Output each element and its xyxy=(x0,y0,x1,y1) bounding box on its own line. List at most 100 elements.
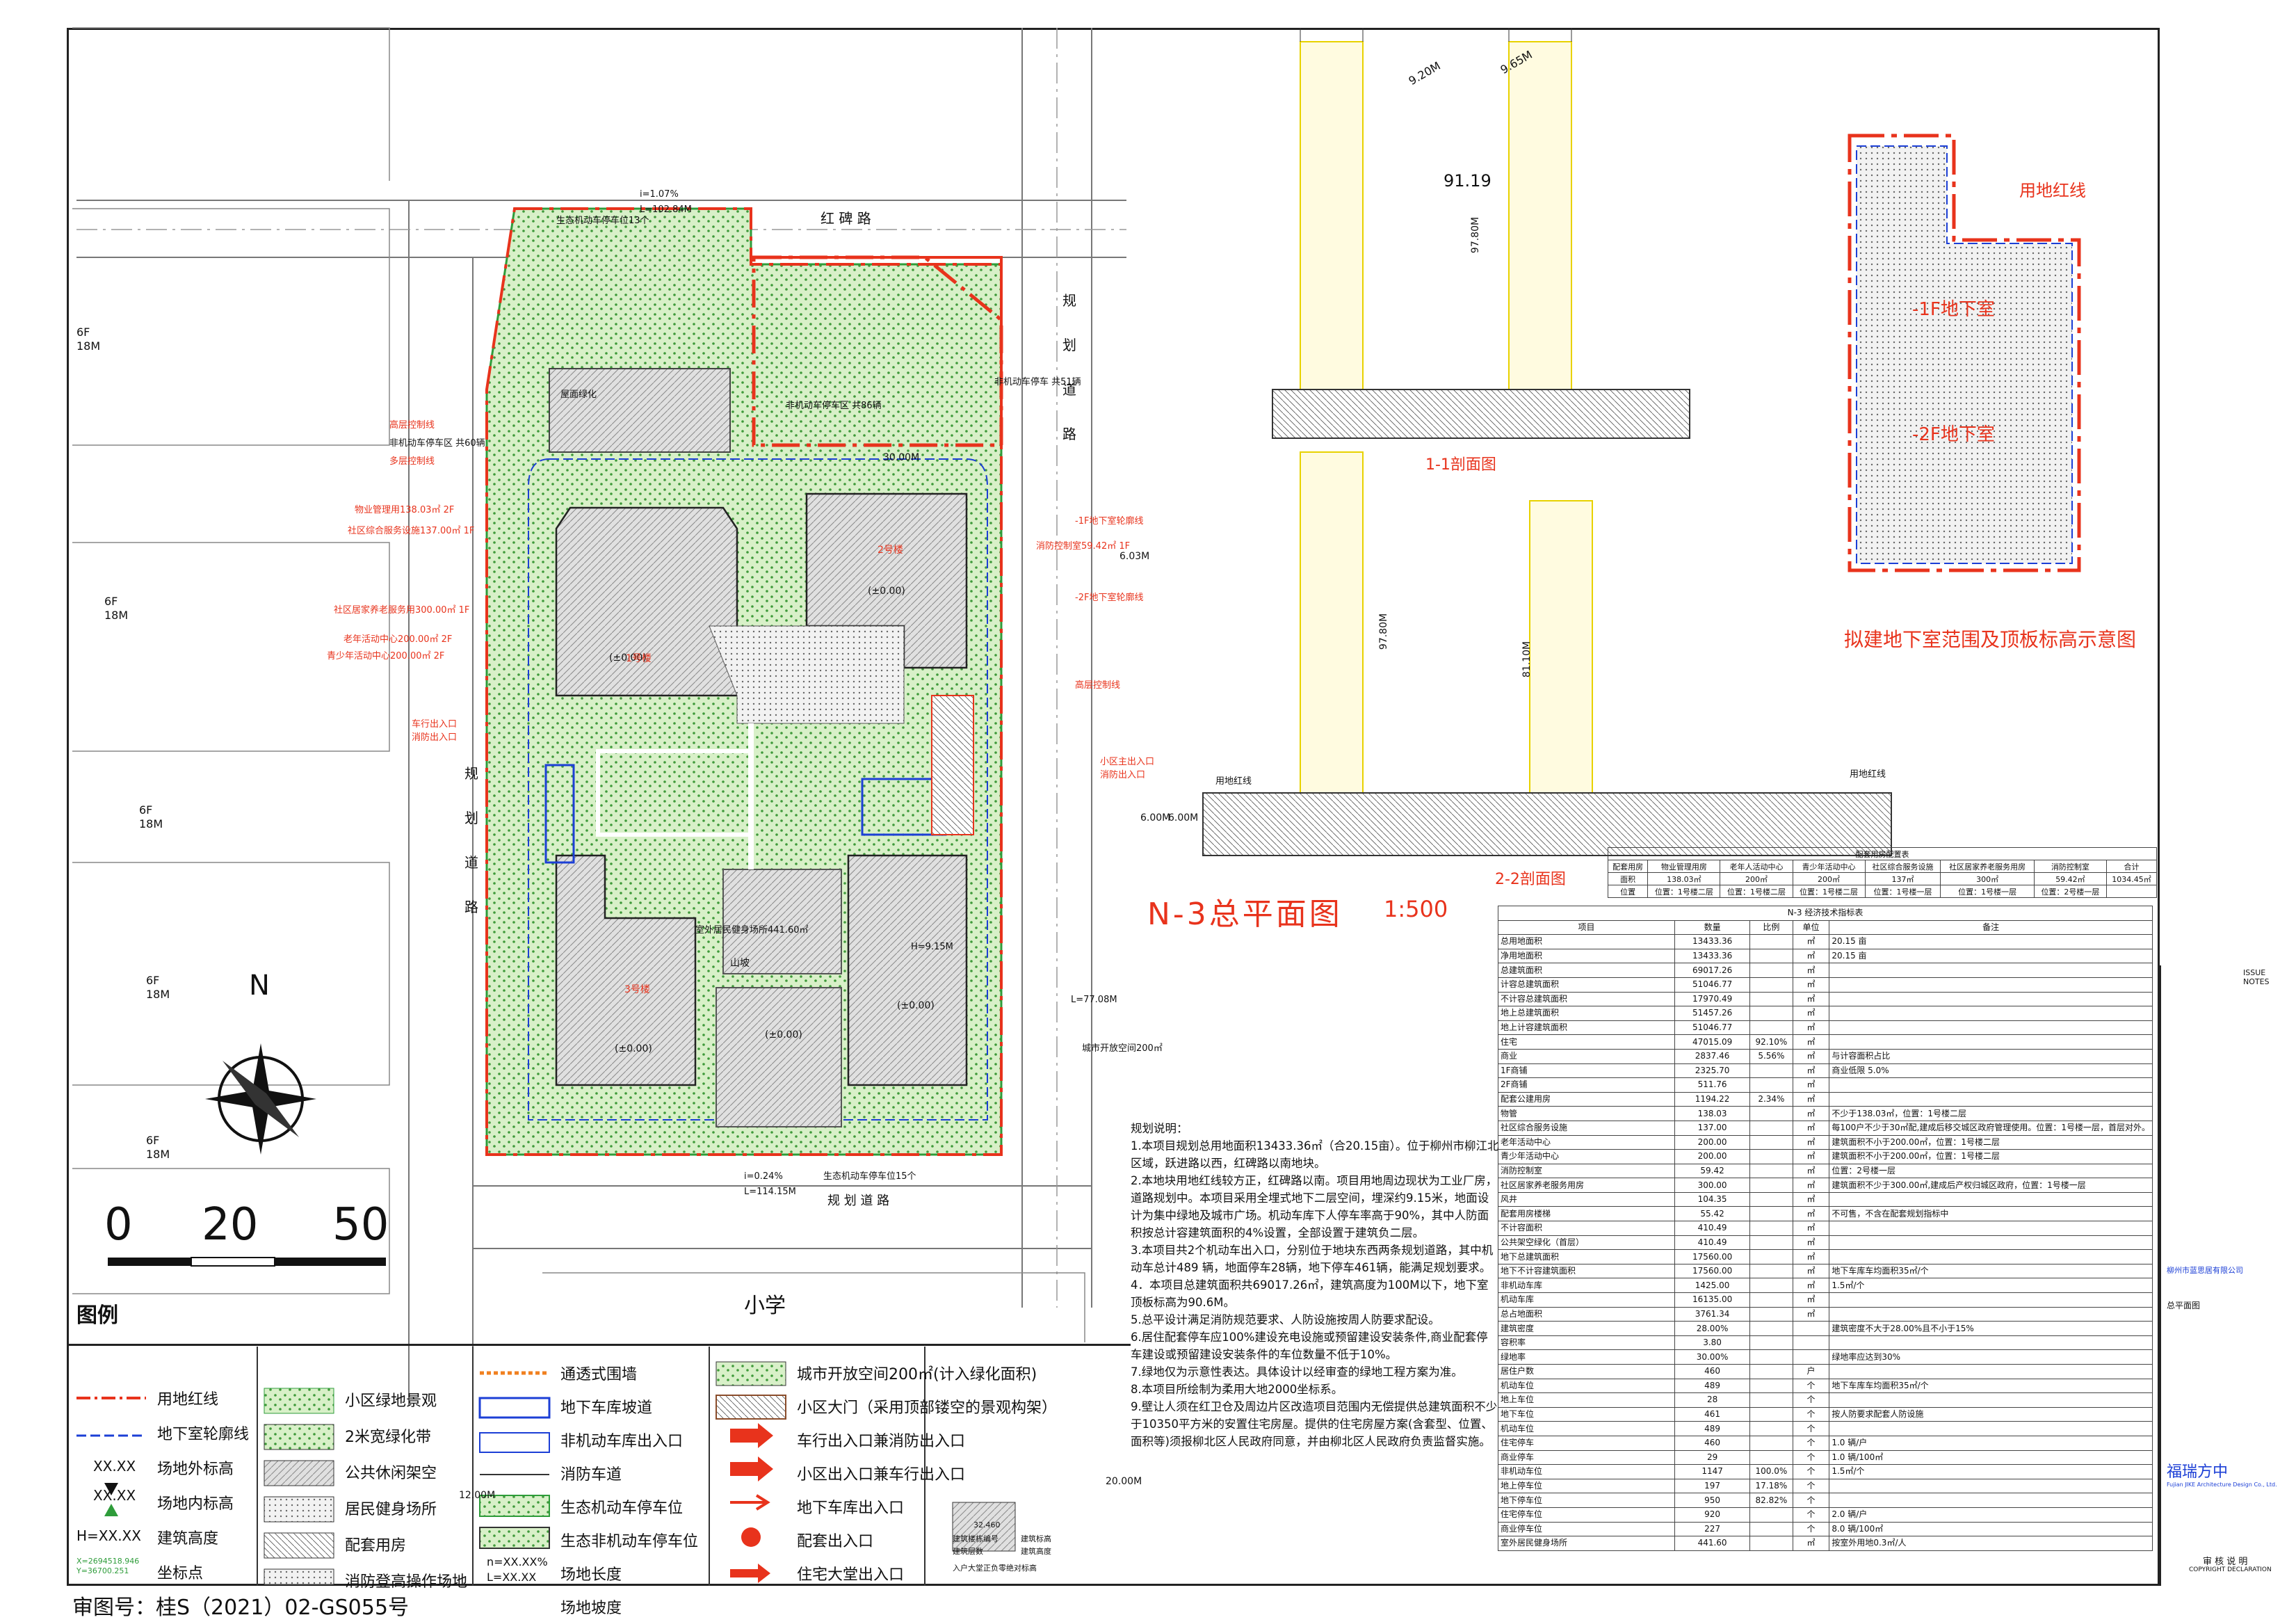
econ-cell: 不计容面积 xyxy=(1498,1221,1675,1236)
cfg-p0: 位置 xyxy=(1607,885,1649,898)
econ-cell: 每100户不少于30㎡配,建成后移交城区政府管理使用。位置：1号楼一层，首层对外… xyxy=(1829,1120,2153,1136)
cfg-a7: 1034.45㎡ xyxy=(2105,872,2158,885)
school-label: 小学 xyxy=(744,1294,786,1318)
econ-cell xyxy=(1829,991,2153,1007)
legend-eco-mark: n=XX.XX% xyxy=(487,1555,548,1568)
econ-cell: 1147 xyxy=(1674,1464,1751,1479)
legend-item: 消防登高操作场地 xyxy=(345,1573,468,1591)
sec1-title: 1-1剖面图 xyxy=(1425,456,1496,474)
econ-cell xyxy=(1749,1435,1793,1451)
cfg-a2: 200㎡ xyxy=(1720,872,1793,885)
height-ctrl: 高层控制线 xyxy=(389,420,435,431)
econ-cell: 16135.00 xyxy=(1674,1292,1751,1308)
econ-cell xyxy=(1829,1034,2153,1050)
econ-cell: 461 xyxy=(1674,1406,1751,1422)
econ-cell xyxy=(1829,1191,2153,1207)
econ-cell: ㎡ xyxy=(1792,1536,1830,1551)
eco-parking-south: 生态机动车停车位15个 xyxy=(823,1171,916,1182)
econ-cell: 17.18% xyxy=(1749,1478,1793,1494)
econ-cell xyxy=(1749,1321,1793,1336)
nonmotor-86: 非机动车停车区 共86辆 xyxy=(786,401,882,411)
econ-cell: 室外居民健身场所 xyxy=(1498,1536,1675,1551)
econ-cell: ㎡ xyxy=(1792,1134,1830,1150)
note-item: 3.本项目共2个机动车出入口，分别位于地块东西两条规划道路，其中机动车总计489… xyxy=(1131,1244,1494,1274)
sec2-dim-w: 6.00M xyxy=(1168,812,1199,824)
sec2-redline-a: 用地红线 xyxy=(1215,776,1252,787)
elderly-center-label: 老年活动中心200.00㎡ 2F xyxy=(343,634,453,645)
econ-cell: 社区居家养老服务用房 xyxy=(1498,1178,1675,1193)
section-1-1 xyxy=(1272,28,1690,439)
econ-cell: 460 xyxy=(1674,1435,1751,1451)
legend-item: 建筑高度 xyxy=(157,1530,219,1548)
econ-cell: 个 xyxy=(1792,1493,1830,1508)
legend-item: 车行出入口兼消防出入口 xyxy=(797,1433,966,1450)
tb-stamp-en: COPYRIGHT DECLARATION xyxy=(2189,1566,2272,1573)
econ-cell: 地上计容建筑面积 xyxy=(1498,1020,1675,1036)
econ-cell: 非机动车库 xyxy=(1498,1278,1675,1294)
legend-bldg-floor: 建筑层数 xyxy=(953,1547,983,1556)
econ-h1: 数量 xyxy=(1674,920,1751,936)
econ-cell: 总用地面积 xyxy=(1498,934,1675,949)
zero-a: (±0.00) xyxy=(609,652,647,664)
audit-number: 审图号：桂S（2021）02-GS055号 xyxy=(72,1596,409,1620)
econ-cell xyxy=(1829,1221,2153,1236)
econ-cell: 30.00% xyxy=(1674,1349,1751,1365)
econ-cell: 920 xyxy=(1674,1507,1751,1523)
econ-cell: 28.00% xyxy=(1674,1321,1751,1336)
econ-cell xyxy=(1749,1206,1793,1222)
econ-cell: ㎡ xyxy=(1792,1048,1830,1064)
econ-cell: 绿地率 xyxy=(1498,1349,1675,1365)
legend-item: 小区大门（采用顶部镂空的景观构架） xyxy=(797,1399,1058,1417)
sec1-htop: 91.19 xyxy=(1444,171,1491,191)
econ-cell: 51046.77 xyxy=(1674,1020,1751,1036)
econ-cell xyxy=(1749,1521,1793,1537)
econ-cell xyxy=(1749,1278,1793,1294)
econ-cell: 地上总建筑面积 xyxy=(1498,1006,1675,1021)
legend-item: 场地内标高 xyxy=(157,1495,234,1513)
econ-h3: 单位 xyxy=(1792,920,1830,936)
legend-item: 地下车库坡道 xyxy=(560,1399,653,1417)
legend-item: 消防车道 xyxy=(560,1466,622,1484)
econ-cell: 104.35 xyxy=(1674,1191,1751,1207)
econ-cell: 1F商铺 xyxy=(1498,1063,1675,1079)
econ-cell xyxy=(1792,1321,1830,1336)
title-block: ISSUE NOTES 柳州市蓝思居有限公司 总平面图 福瑞方中 Fujian … xyxy=(2160,965,2293,1586)
econ-cell xyxy=(1829,1077,2153,1093)
econ-cell: 机动车位 xyxy=(1498,1378,1675,1394)
econ-cell: 5.56% xyxy=(1749,1048,1793,1064)
econ-cell: 17560.00 xyxy=(1674,1263,1751,1279)
sec2-title: 2-2剖面图 xyxy=(1495,871,1566,888)
tower-1-label: 1号楼 xyxy=(626,653,652,664)
car-entrance-fire-label: 车行出入口 消防出入口 xyxy=(412,719,458,743)
econ-cell: ㎡ xyxy=(1792,963,1830,978)
road-label-south: 规 划 道 路 xyxy=(827,1194,890,1208)
scale-tick-50: 50 xyxy=(332,1199,389,1251)
econ-cell: ㎡ xyxy=(1792,1106,1830,1121)
econ-cell: 风井 xyxy=(1498,1191,1675,1207)
econ-cell: ㎡ xyxy=(1792,977,1830,993)
basement-b2-label: -2F地下室 xyxy=(1912,424,1995,445)
econ-cell: 地下车库车均面积35㎡/个 xyxy=(1829,1378,2153,1394)
econ-cell xyxy=(1829,1493,2153,1508)
econ-cell: 容积率 xyxy=(1498,1335,1675,1351)
econ-cell xyxy=(1829,1392,2153,1408)
note-item: 7.绿地仅为示意性表达。具体设计以经审查的绿地工程方案为准。 xyxy=(1131,1365,1463,1379)
tb-company: 福瑞方中 xyxy=(2167,1463,2229,1481)
legend-item: 场地长度 xyxy=(560,1566,622,1584)
econ-cell xyxy=(1749,1335,1793,1351)
econ-cell xyxy=(1749,1392,1793,1408)
legend-bldg-h: 建筑高度 xyxy=(1021,1547,1051,1556)
econ-cell: 住宅 xyxy=(1498,1034,1675,1050)
econ-cell: ㎡ xyxy=(1792,1063,1830,1079)
legend-graphics xyxy=(76,1361,1016,1585)
youth-center-label: 青少年活动中心200.00㎡ 2F xyxy=(327,651,445,661)
